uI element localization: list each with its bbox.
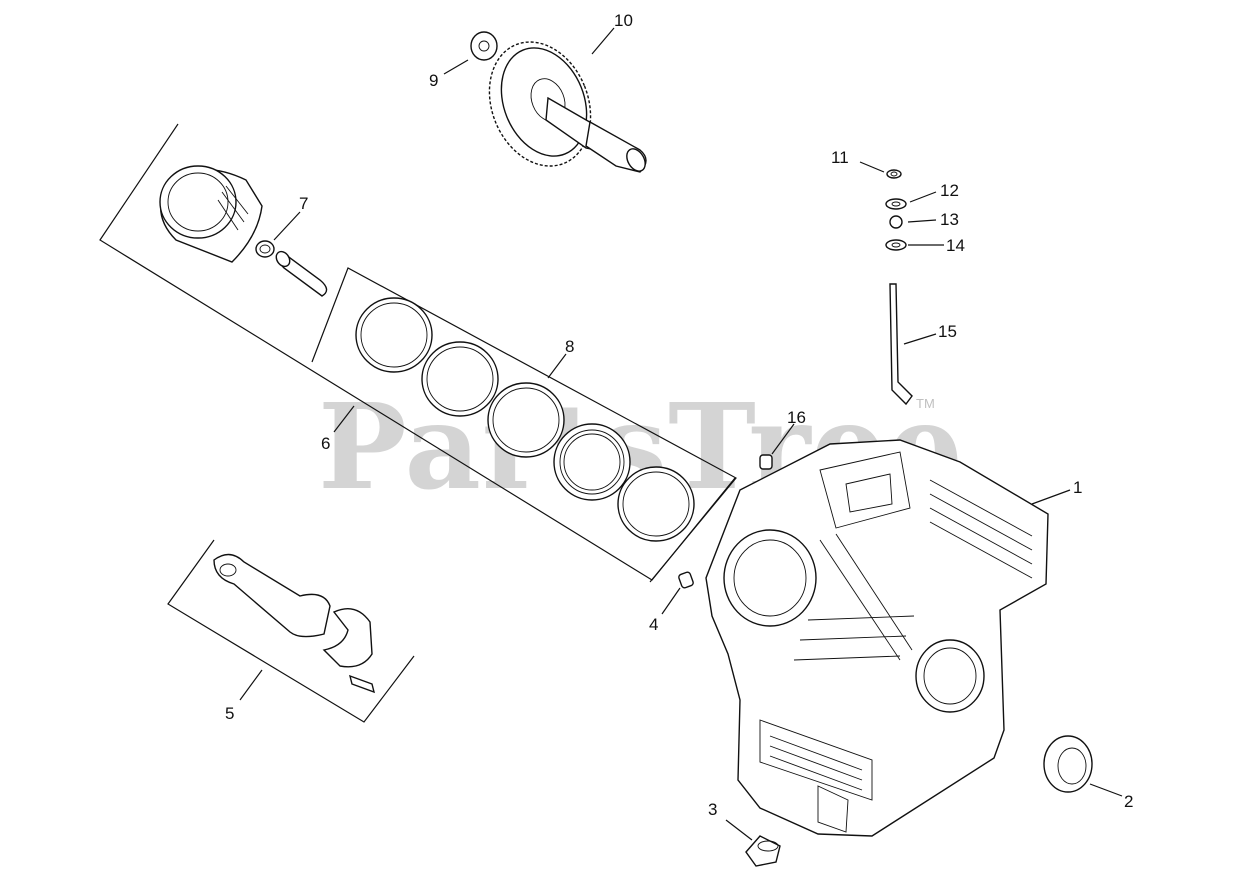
oil-seal[interactable]: [1043, 735, 1093, 793]
camshaft-gear[interactable]: [472, 27, 649, 182]
crankcase[interactable]: [705, 439, 1049, 837]
camshaft-washer[interactable]: [470, 31, 498, 61]
callout-13: 13: [940, 210, 959, 229]
callout-2: 2: [1124, 792, 1133, 811]
callout-1: 1: [1073, 478, 1082, 497]
connecting-rod[interactable]: [213, 553, 375, 694]
piston-group-frame: [99, 123, 737, 583]
callout-6: 6: [321, 434, 330, 453]
callout-4: 4: [649, 615, 658, 634]
callout-8: 8: [565, 337, 574, 356]
piston-ring-set[interactable]: [355, 297, 695, 542]
callout-11: 11: [831, 148, 849, 167]
piston[interactable]: [159, 165, 263, 263]
leader-lines: [239, 27, 1123, 841]
dowel-pins[interactable]: [678, 454, 773, 589]
callout-10: 10: [614, 11, 633, 30]
governor-hardware[interactable]: [885, 169, 907, 251]
callout-16: 16: [787, 408, 806, 427]
watermark-trademark: TM: [916, 396, 935, 411]
callout-7: 7: [299, 194, 308, 213]
callout-12: 12: [940, 181, 959, 200]
callout-15: 15: [938, 322, 957, 341]
callout-5: 5: [225, 704, 234, 723]
piston-pin-clip[interactable]: [255, 240, 275, 258]
callout-3: 3: [708, 800, 717, 819]
connecting-rod-frame: [167, 539, 415, 723]
callout-labels: 1 2 3 4 5 6 7 8 9 10 11 12 13 14 15 16: [225, 11, 1133, 819]
callout-9: 9: [429, 71, 438, 90]
drain-plug[interactable]: [745, 835, 781, 867]
governor-rod[interactable]: [889, 283, 913, 406]
callout-14: 14: [946, 236, 965, 255]
piston-pin[interactable]: [273, 249, 328, 297]
